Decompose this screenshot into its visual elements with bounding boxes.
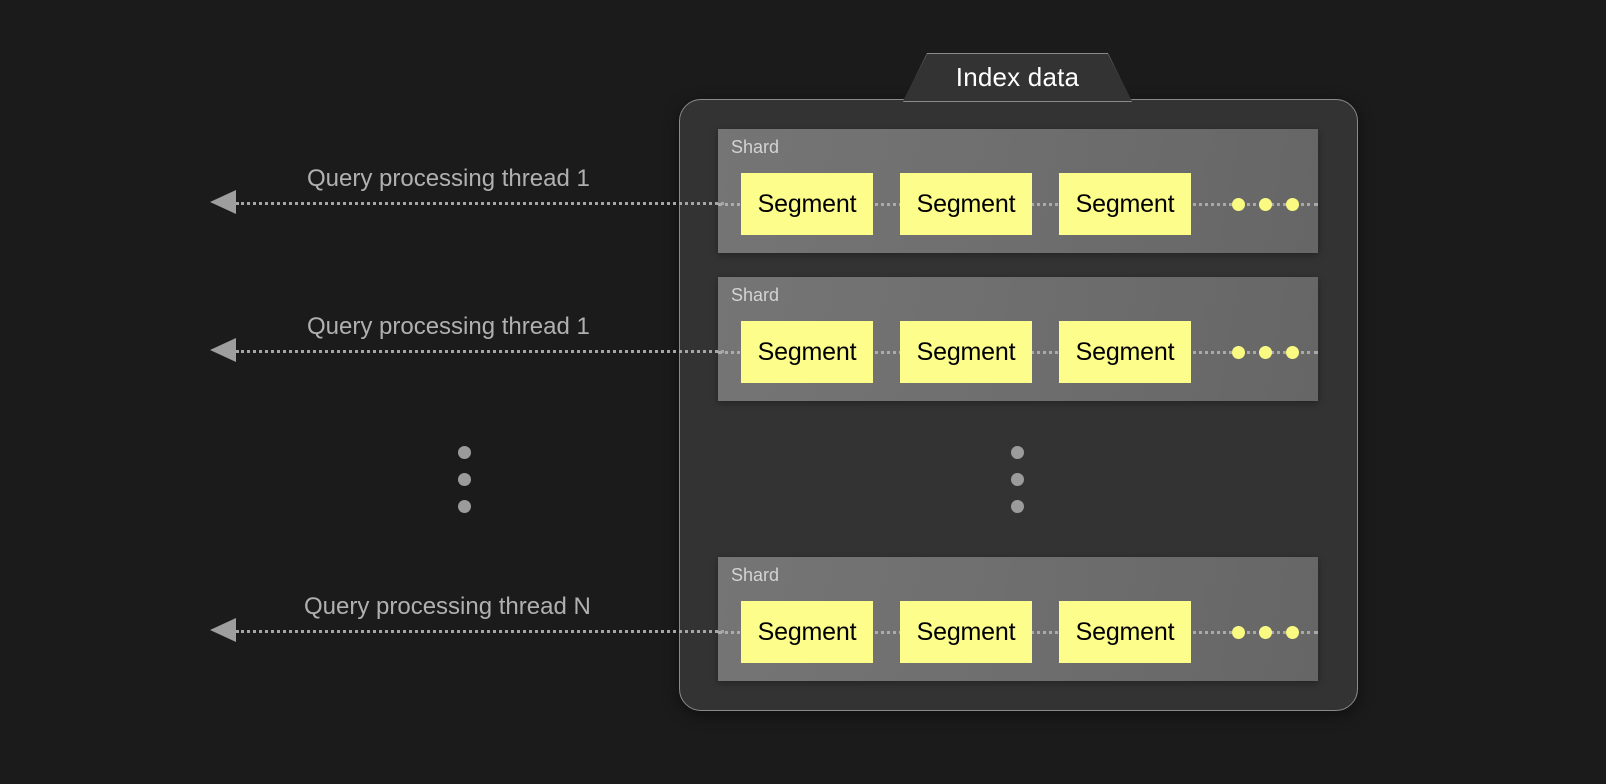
segment-ellipsis-dot bbox=[1232, 198, 1245, 211]
segment-box: Segment bbox=[900, 173, 1032, 235]
segment-row: Segment Segment Segment bbox=[718, 601, 1318, 663]
thread-label-3: Query processing thread N bbox=[304, 593, 591, 620]
thread-arrow-line-2 bbox=[236, 350, 724, 353]
segment-box: Segment bbox=[1059, 321, 1191, 383]
segment-ellipsis-dot bbox=[1286, 346, 1299, 359]
segment-box: Segment bbox=[741, 173, 873, 235]
segment-ellipsis-dot bbox=[1259, 198, 1272, 211]
index-data-tab: Index data bbox=[903, 54, 1132, 101]
segment-box: Segment bbox=[1059, 173, 1191, 235]
thread-label-1: Query processing thread 1 bbox=[307, 165, 590, 192]
thread-arrow-line-1 bbox=[236, 202, 724, 205]
shard-vertical-ellipsis bbox=[1011, 446, 1024, 527]
segment-ellipsis-dot bbox=[1232, 346, 1245, 359]
segment-ellipsis-dot bbox=[1259, 346, 1272, 359]
shard-label: Shard bbox=[731, 137, 780, 157]
segment-box: Segment bbox=[900, 601, 1032, 663]
vertical-ellipsis-dot bbox=[1011, 500, 1024, 513]
shard-row-3: Shard Segment Segment Segment bbox=[718, 557, 1318, 681]
shard-label: Shard bbox=[731, 285, 780, 305]
segment-box: Segment bbox=[900, 321, 1032, 383]
thread-label-2: Query processing thread 1 bbox=[307, 313, 590, 340]
vertical-ellipsis-dot bbox=[458, 446, 471, 459]
segment-box: Segment bbox=[741, 321, 873, 383]
segment-ellipsis-dot bbox=[1232, 626, 1245, 639]
segment-ellipsis-dot bbox=[1286, 626, 1299, 639]
vertical-ellipsis-dot bbox=[1011, 473, 1024, 486]
vertical-ellipsis-dot bbox=[458, 473, 471, 486]
vertical-ellipsis-dot bbox=[1011, 446, 1024, 459]
segment-row: Segment Segment Segment bbox=[718, 173, 1318, 235]
vertical-ellipsis-dot bbox=[458, 500, 471, 513]
thread-arrow-head-3 bbox=[210, 618, 236, 642]
thread-arrow-head-1 bbox=[210, 190, 236, 214]
shard-label: Shard bbox=[731, 565, 780, 585]
segment-row: Segment Segment Segment bbox=[718, 321, 1318, 383]
segment-ellipsis-dot bbox=[1259, 626, 1272, 639]
shard-row-2: Shard Segment Segment Segment bbox=[718, 277, 1318, 401]
thread-arrow-line-3 bbox=[236, 630, 724, 633]
thread-arrow-head-2 bbox=[210, 338, 236, 362]
segment-ellipsis-dot bbox=[1286, 198, 1299, 211]
thread-vertical-ellipsis bbox=[458, 446, 471, 527]
segment-box: Segment bbox=[741, 601, 873, 663]
segment-box: Segment bbox=[1059, 601, 1191, 663]
shard-row-1: Shard Segment Segment Segment bbox=[718, 129, 1318, 253]
